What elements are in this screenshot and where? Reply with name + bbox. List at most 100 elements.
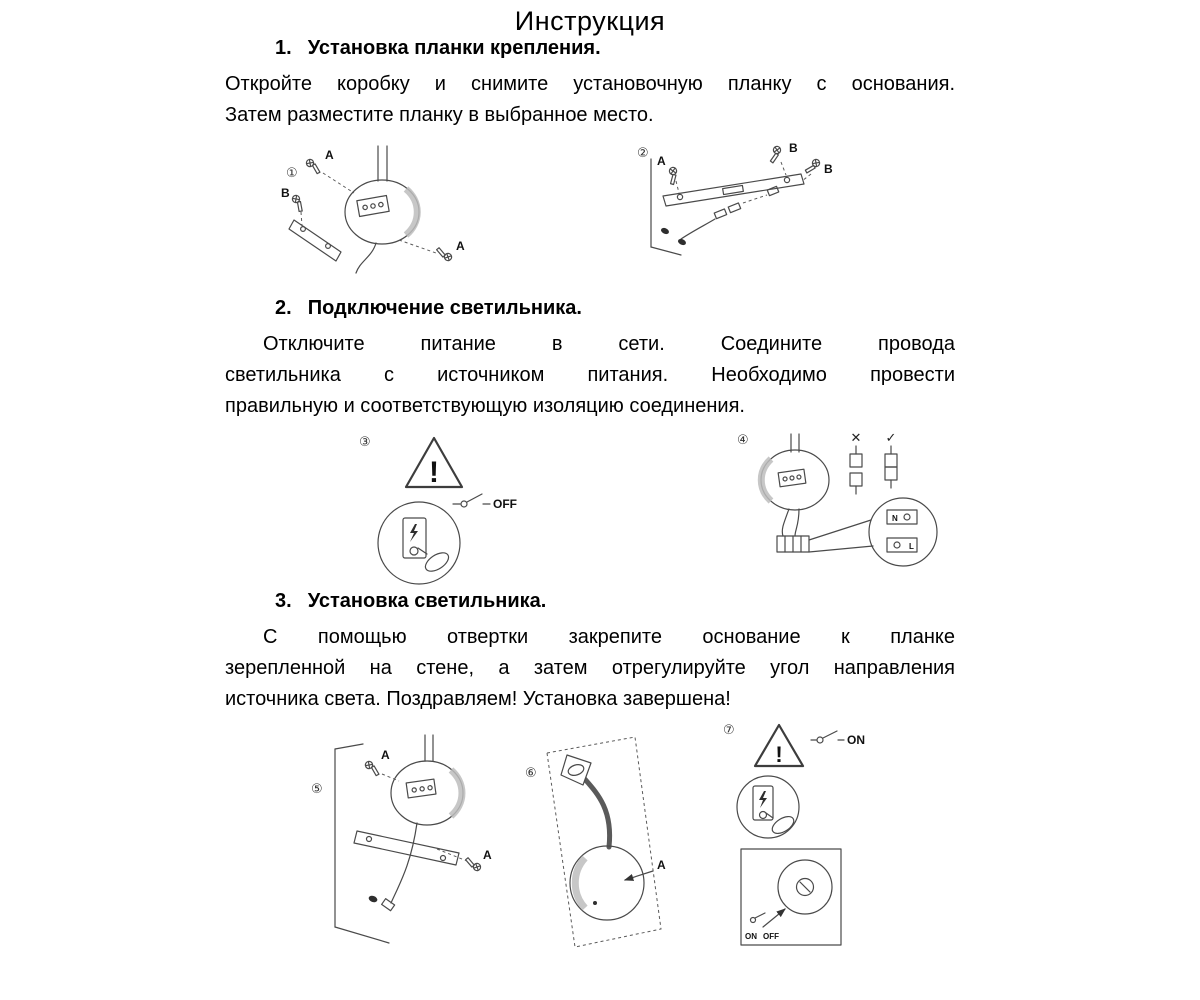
connector-pair-right: ✓ [884, 431, 898, 489]
figure-1-remove-plate-diagram: ① [281, 145, 465, 274]
figures-row-1: ① [280, 141, 955, 293]
screw-label-a: A [325, 148, 334, 162]
power-switch-icon [452, 493, 491, 508]
screw-label-a: A [456, 239, 465, 253]
guide-line [398, 239, 437, 254]
pole [424, 734, 434, 762]
hand-icon [417, 547, 450, 572]
guide-line [436, 848, 468, 862]
wrong-mark: ✕ [851, 431, 862, 446]
screw-head [661, 227, 669, 235]
exclamation-mark: ! [429, 456, 439, 489]
body-line: С помощью отвертки закрепите основание к… [263, 626, 955, 648]
terminal-block [405, 778, 437, 799]
mounting-bracket [662, 173, 805, 207]
arrow [623, 870, 654, 881]
connector-pair-wrong: ✕ [849, 431, 863, 495]
lamp-base [344, 179, 421, 245]
body-line: правильную и соответствующую изоляцию со… [225, 395, 745, 417]
section-1: 1.Установка планки крепления. Откройте к… [225, 37, 955, 293]
power-switch-icon [810, 730, 845, 744]
screw-icon [769, 145, 782, 165]
section-title: Подключение светильника. [307, 297, 582, 319]
exclamation-mark: ! [775, 742, 782, 767]
plug-in-detail-circle [736, 775, 800, 839]
switch-state-label: OFF [493, 497, 517, 511]
knob-on-label: ON [745, 932, 757, 941]
screw-icon [303, 157, 324, 176]
figure-number: ① [286, 166, 298, 181]
section-number: 3. [275, 590, 292, 612]
section-title: Установка светильника. [307, 590, 547, 612]
warning-triangle-icon: ! [404, 436, 464, 489]
pole [790, 433, 800, 453]
knob-off-label: OFF [763, 932, 779, 941]
terminal-l-label: L [909, 542, 914, 551]
magnifier-circle: N L [808, 497, 938, 567]
terminal-block [777, 468, 807, 488]
guide-line [780, 161, 787, 176]
screw-head [368, 895, 378, 903]
lamp-base [390, 760, 466, 826]
power-cord [680, 185, 780, 240]
screw-icon [289, 193, 308, 214]
section-3: 3. Установка светильника. С помощью отвер… [225, 590, 955, 956]
wall-corner [334, 743, 390, 944]
figure-number: ② [637, 146, 649, 161]
screw-label-a: A [381, 748, 390, 762]
section-2-heading: 2. Подключение светильника. [275, 297, 955, 320]
screw-label-b: B [789, 141, 798, 155]
section-2: 2. Подключение светильника. Отключите пит… [225, 297, 955, 586]
section-3-heading: 3. Установка светильника. [275, 590, 955, 613]
arrow [762, 908, 786, 928]
figure-number: ④ [737, 433, 749, 448]
wall-corner [650, 158, 682, 256]
page-title: Инструкция [514, 6, 666, 36]
switch-state-label: ON [847, 733, 865, 747]
arrow-label-a: A [657, 858, 666, 872]
body-line: Отключите питание в сети. Соедините пров… [263, 333, 955, 355]
figure-number: ③ [359, 435, 371, 450]
body-line: Затем разместите планку в выбранное мест… [225, 104, 654, 126]
screw-icon [803, 156, 822, 177]
figure-number: ⑥ [525, 766, 537, 781]
figure-2-plate-on-wall-diagram: ② B B [637, 141, 833, 256]
section-3-body: С помощью отвертки закрепите основание к… [225, 622, 955, 715]
body-line: светильника с источником питания. Необхо… [225, 364, 955, 386]
figures-row-2: ③ ! OFF [355, 430, 955, 586]
screw-icon [462, 856, 483, 873]
section-number: 2. [275, 297, 292, 319]
screw-label-b: B [824, 162, 833, 176]
figure-5-attach-base-diagram: ⑤ [311, 734, 492, 944]
figures-row-3: ⑤ [305, 721, 955, 956]
lightning-icon [759, 791, 767, 808]
connector-block [776, 535, 810, 553]
terminal-block [356, 194, 390, 218]
screw-label-a: A [657, 154, 666, 168]
warning-triangle-icon: ! [753, 723, 805, 768]
figure-6-lamp-mounted-diagram: ⑥ A [525, 736, 666, 948]
body-line: зерепленной на стене, а затем отрегулиру… [225, 657, 955, 679]
section-title: Установка планки крепления. [307, 37, 601, 59]
figure-4-wiring-diagram: ④ ✕ ✓ [737, 431, 938, 567]
pole [377, 145, 388, 182]
screw-icon [667, 166, 680, 186]
wire [381, 822, 418, 912]
guide-line [322, 172, 355, 194]
mounting-bracket [288, 219, 342, 262]
figure-number: ⑦ [723, 723, 735, 738]
knob-detail-box: ON OFF [740, 848, 842, 946]
lightning-icon [410, 524, 418, 542]
body-line: Откройте коробку и снимите установочную … [225, 73, 955, 95]
screw-label-a: A [483, 848, 492, 862]
screw-label-b: B [281, 186, 290, 200]
figure-number: ⑤ [311, 782, 323, 797]
mounting-bracket [353, 830, 460, 866]
section-1-heading: 1.Установка планки крепления. [275, 37, 955, 60]
screw-head [678, 238, 686, 246]
body-line: источника света. Поздравляем! Установка … [225, 688, 731, 710]
guide-line [675, 180, 680, 194]
section-2-body: Отключите питание в сети. Соедините пров… [225, 329, 955, 422]
figure-3-power-off-diagram: ③ ! OFF [359, 435, 517, 585]
